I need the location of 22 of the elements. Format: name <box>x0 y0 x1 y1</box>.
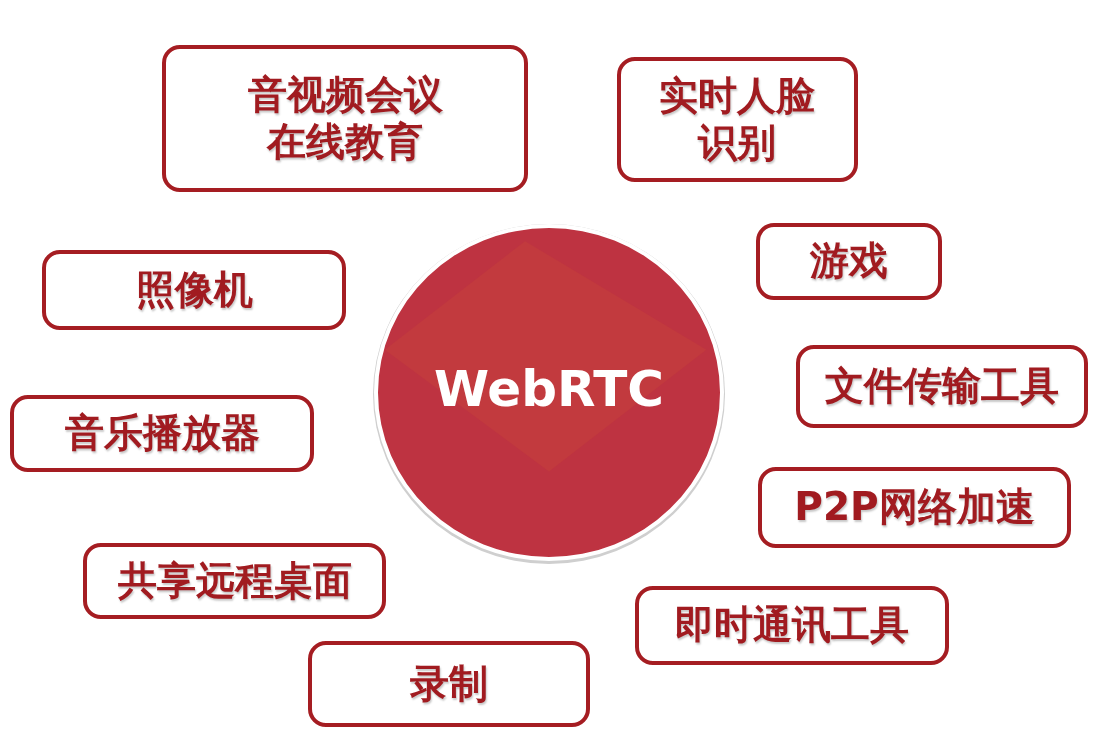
application-box <box>10 395 314 472</box>
application-label: 在线教育 <box>267 118 423 166</box>
application-label: 即时通讯工具 <box>675 602 909 649</box>
application-box <box>162 45 528 192</box>
application-box <box>308 641 590 727</box>
application-box <box>42 250 346 330</box>
application-label: 音乐播放器 <box>64 410 260 457</box>
application-box <box>796 345 1088 428</box>
application-label: 共享远程桌面 <box>117 557 352 605</box>
center-label: WebRTC <box>433 359 665 418</box>
application-box <box>758 467 1071 548</box>
application-label: 音视频会议 <box>247 71 443 119</box>
application-label: 实时人脸识别 <box>658 72 817 167</box>
application-label: 游戏 <box>810 238 888 285</box>
application-label: P2P网络加速 <box>794 484 1035 531</box>
application-label: 文件传输工具 <box>825 363 1059 410</box>
application-box <box>83 543 386 619</box>
application-label: 照像机 <box>135 266 253 314</box>
application-label: 录制 <box>410 660 488 708</box>
application-box <box>635 586 949 665</box>
application-box <box>617 57 858 182</box>
application-box <box>756 223 942 300</box>
